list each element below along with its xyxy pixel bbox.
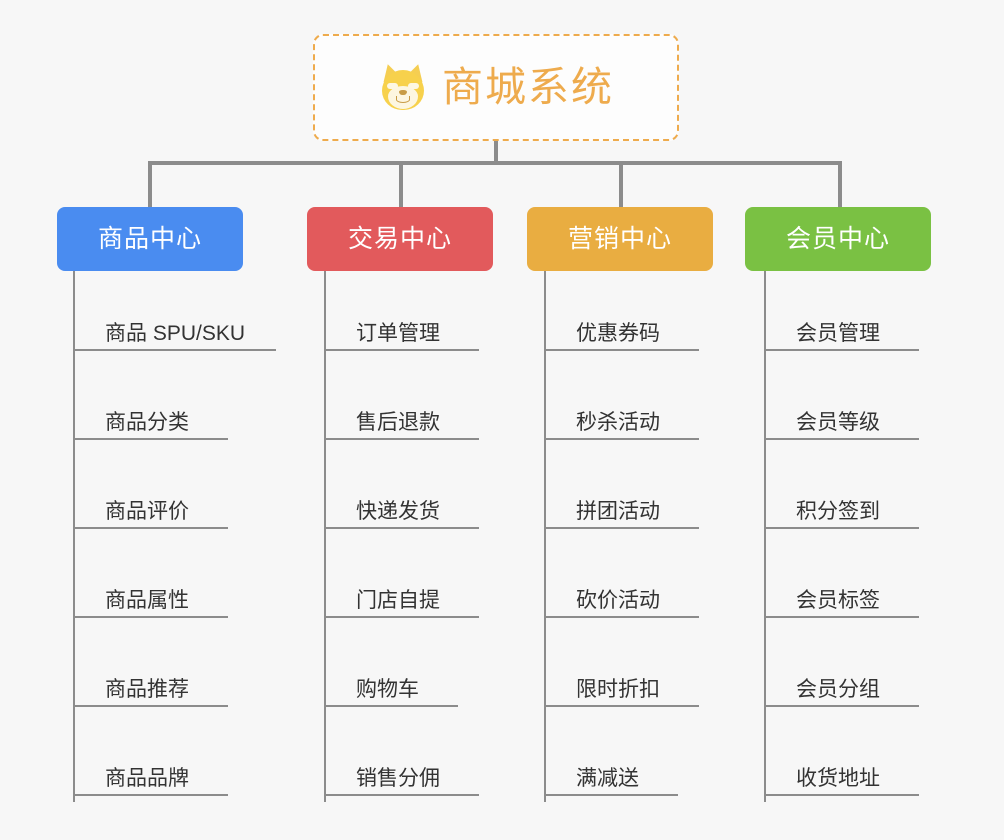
leaf-item-label: 销售分佣: [356, 767, 440, 790]
leaf-item[interactable]: 售后退款: [324, 406, 479, 440]
leaf-item-label: 订单管理: [356, 322, 440, 345]
leaf-item[interactable]: 会员标签: [764, 584, 919, 618]
leaf-item-label: 积分签到: [796, 500, 880, 523]
leaf-item-label: 购物车: [356, 678, 419, 701]
branch-drop-line-4: [838, 161, 842, 207]
category-box-3[interactable]: 营销中心: [527, 207, 713, 271]
leaf-item[interactable]: 商品推荐: [73, 673, 228, 707]
leaf-item-label: 门店自提: [356, 589, 440, 612]
leaf-item[interactable]: 拼团活动: [544, 495, 699, 529]
leaf-item[interactable]: 砍价活动: [544, 584, 699, 618]
leaf-item[interactable]: 商品评价: [73, 495, 228, 529]
leaf-item-label: 商品分类: [105, 411, 189, 434]
dog-face-icon: [378, 61, 428, 112]
leaf-item-label: 满减送: [576, 767, 639, 790]
leaf-item-label: 商品评价: [105, 500, 189, 523]
category-box-4[interactable]: 会员中心: [745, 207, 931, 271]
category-box-1[interactable]: 商品中心: [57, 207, 243, 271]
leaf-item[interactable]: 商品属性: [73, 584, 228, 618]
leaf-item-label: 会员标签: [796, 589, 880, 612]
leaf-item[interactable]: 会员管理: [764, 317, 919, 351]
branch-drop-line-1: [148, 161, 152, 207]
leaf-item[interactable]: 收货地址: [764, 762, 919, 796]
leaf-item-label: 商品属性: [105, 589, 189, 612]
category-label: 交易中心: [347, 224, 452, 253]
leaf-item-label: 商品推荐: [105, 678, 189, 701]
leaf-item[interactable]: 快递发货: [324, 495, 479, 529]
leaf-item-label: 砍价活动: [576, 589, 660, 612]
leaf-item-label: 优惠券码: [576, 322, 660, 345]
leaf-item[interactable]: 商品品牌: [73, 762, 228, 796]
leaf-item-label: 拼团活动: [576, 500, 660, 523]
category-label: 会员中心: [785, 224, 890, 253]
branch-connector-rail: [150, 161, 838, 165]
branch-drop-line-2: [399, 161, 403, 207]
leaf-item[interactable]: 销售分佣: [324, 762, 479, 796]
leaf-item-label: 会员等级: [796, 411, 880, 434]
leaf-item[interactable]: 满减送: [544, 762, 678, 796]
leaf-item-label: 商品 SPU/SKU: [105, 322, 246, 345]
root-node[interactable]: 商城系统: [313, 34, 679, 141]
leaf-item-label: 会员管理: [796, 322, 880, 345]
leaf-item[interactable]: 优惠券码: [544, 317, 699, 351]
leaf-item-label: 限时折扣: [576, 678, 660, 701]
leaf-item[interactable]: 门店自提: [324, 584, 479, 618]
category-box-2[interactable]: 交易中心: [307, 207, 493, 271]
root-connector-stem: [494, 141, 498, 163]
leaf-item[interactable]: 购物车: [324, 673, 458, 707]
leaf-item[interactable]: 会员等级: [764, 406, 919, 440]
branch-spine-3: [544, 271, 546, 802]
branch-drop-line-3: [619, 161, 623, 207]
branch-spine-2: [324, 271, 326, 802]
leaf-item[interactable]: 限时折扣: [544, 673, 699, 707]
leaf-item-label: 收货地址: [796, 767, 880, 790]
leaf-item-label: 会员分组: [796, 678, 880, 701]
leaf-item-label: 售后退款: [356, 411, 440, 434]
leaf-item-label: 商品品牌: [105, 767, 189, 790]
leaf-item[interactable]: 积分签到: [764, 495, 919, 529]
leaf-item[interactable]: 会员分组: [764, 673, 919, 707]
leaf-item-label: 快递发货: [356, 500, 440, 523]
category-label: 商品中心: [97, 224, 202, 253]
branch-spine-1: [73, 271, 75, 802]
branch-spine-4: [764, 271, 766, 802]
category-label: 营销中心: [567, 224, 672, 253]
leaf-item[interactable]: 商品 SPU/SKU: [73, 317, 276, 351]
root-node-label: 商城系统: [442, 64, 614, 110]
leaf-item[interactable]: 商品分类: [73, 406, 228, 440]
leaf-item-label: 秒杀活动: [576, 411, 660, 434]
leaf-item[interactable]: 秒杀活动: [544, 406, 699, 440]
leaf-item[interactable]: 订单管理: [324, 317, 479, 351]
